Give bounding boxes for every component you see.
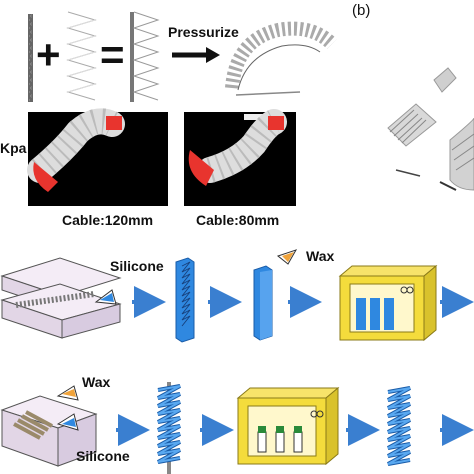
equals-sign: = xyxy=(100,31,125,78)
photo-cable-80mm xyxy=(184,109,296,206)
folded-sheet-assembled xyxy=(130,11,160,102)
yellow-box-2 xyxy=(236,386,340,466)
silicone-label-1: Silicone xyxy=(110,258,164,274)
cable-80mm-label: Cable:80mm xyxy=(196,212,280,228)
silicone-label-2: Silicone xyxy=(76,448,130,464)
blue-mold-part-1 xyxy=(175,257,195,343)
wax-label-1: Wax xyxy=(306,248,335,264)
mold-open-1 xyxy=(0,257,122,339)
actuator-segments-b xyxy=(387,67,474,191)
silicone-cup-1 xyxy=(94,289,117,305)
photo-cable-120mm xyxy=(27,108,168,206)
blue-block-with-wax xyxy=(253,265,273,341)
folded-actuator-with-rod xyxy=(157,382,181,474)
bent-actuator-sketch xyxy=(225,21,337,96)
folded-sheet-left xyxy=(66,11,97,101)
wax-cup-1 xyxy=(276,249,298,265)
pressurize-label: Pressurize xyxy=(168,24,239,40)
wax-cup-2 xyxy=(56,385,79,401)
panel-b-label: (b) xyxy=(352,2,371,19)
wax-label-2: Wax xyxy=(82,374,111,390)
folded-actuator-final xyxy=(387,386,411,466)
plus-sign: + xyxy=(36,31,61,78)
silicone-cup-2 xyxy=(56,413,79,431)
yellow-box-1 xyxy=(338,264,438,342)
cable-120mm-label: Cable:120mm xyxy=(62,212,154,228)
cable-strip-icon xyxy=(28,14,33,102)
pressurize-arrow xyxy=(172,47,220,63)
kpa-label: Kpa xyxy=(0,140,27,156)
